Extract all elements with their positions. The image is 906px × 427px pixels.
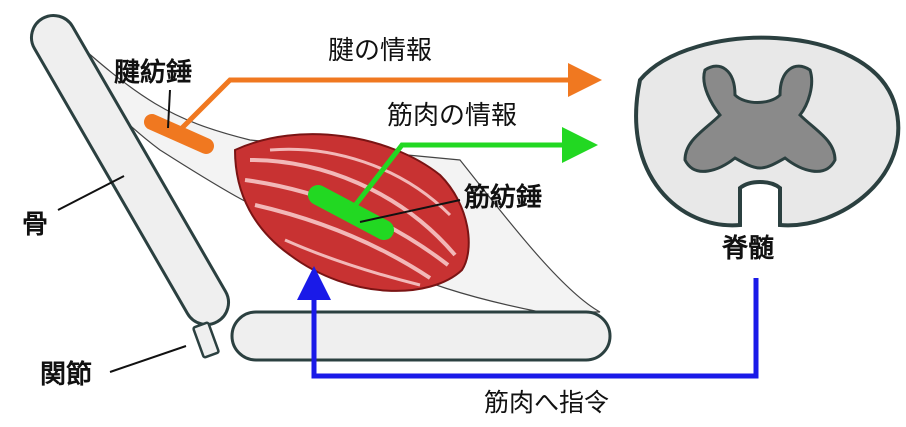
bone-leader-line: [57, 175, 125, 211]
joint-leader-line: [109, 345, 187, 373]
command-to-muscle-label: 筋肉へ指令: [484, 388, 610, 417]
muscle-spindle-label: 筋紡錘: [464, 183, 543, 213]
muscle-info-label: 筋肉の情報: [387, 101, 518, 131]
bone-label: 骨: [22, 210, 49, 240]
joint-label: 関節: [40, 360, 93, 390]
joint-cartilage: [192, 321, 220, 359]
golgi-tendon-organ-marker: [144, 114, 214, 154]
lower-bone: [230, 310, 612, 362]
muscle-info-arrow-line: [348, 142, 565, 214]
tendon-info-label: 腱の情報: [328, 36, 433, 66]
upper-bone: [30, 13, 230, 327]
tendon-info-arrow-line: [176, 77, 570, 134]
spinal-cord-label: 脊髄: [722, 234, 775, 264]
tendon-organ-leader-line: [167, 89, 171, 129]
muscle-info-arrowhead: [562, 127, 598, 163]
motor-command-arrowhead: [297, 266, 331, 300]
golgi-tendon-organ-label: 腱紡錘: [114, 58, 193, 88]
motor-command-arrow-line: [311, 278, 759, 379]
spinal-cord-cross-section: [634, 35, 901, 228]
muscle-spindle-leader-line: [359, 199, 461, 223]
tendon-info-arrowhead: [568, 63, 602, 97]
